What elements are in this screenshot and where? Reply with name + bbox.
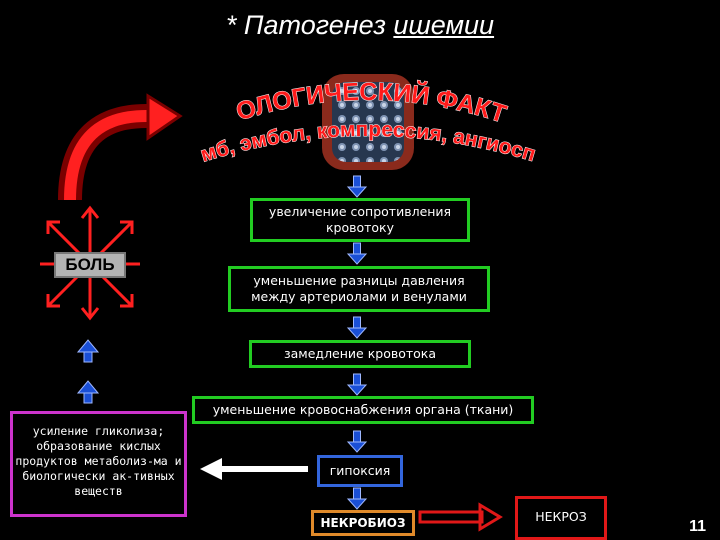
down-arrow — [347, 487, 367, 510]
curved-red-arrow — [58, 93, 183, 201]
chain-box-slowing: замедление кровотока — [249, 340, 471, 368]
glycolysis-box: усиление гликолиза; образование кислых п… — [10, 411, 187, 517]
down-arrow — [347, 242, 367, 265]
pain-label: БОЛЬ — [54, 252, 126, 278]
chain-box-pressure: уменьшение разницы давления между артери… — [228, 266, 490, 312]
up-arrow — [77, 380, 99, 404]
down-arrow — [347, 430, 367, 453]
up-arrow — [77, 339, 99, 363]
right-red-arrow — [418, 502, 503, 532]
title-underlined: ишемии — [393, 10, 495, 40]
chain-box-supply: уменьшение кровоснабжения органа (ткани) — [192, 396, 534, 424]
down-arrow — [347, 316, 367, 339]
vessel-image — [322, 74, 414, 170]
page-number: 11 — [689, 518, 706, 535]
down-arrow — [347, 373, 367, 396]
chain-box-necrosis: НЕКРОЗ — [515, 496, 607, 540]
left-white-arrow — [200, 458, 308, 480]
chain-box-hypoxia: гипоксия — [317, 455, 403, 487]
chain-box-necrobiosis: НЕКРОБИОЗ — [311, 510, 415, 536]
title-prefix: * Патогенез — [225, 10, 394, 40]
chain-box-resistance: увеличение сопротивления кровотоку — [250, 198, 470, 242]
page-title: * Патогенез ишемии — [0, 10, 720, 41]
down-arrow — [347, 175, 367, 198]
